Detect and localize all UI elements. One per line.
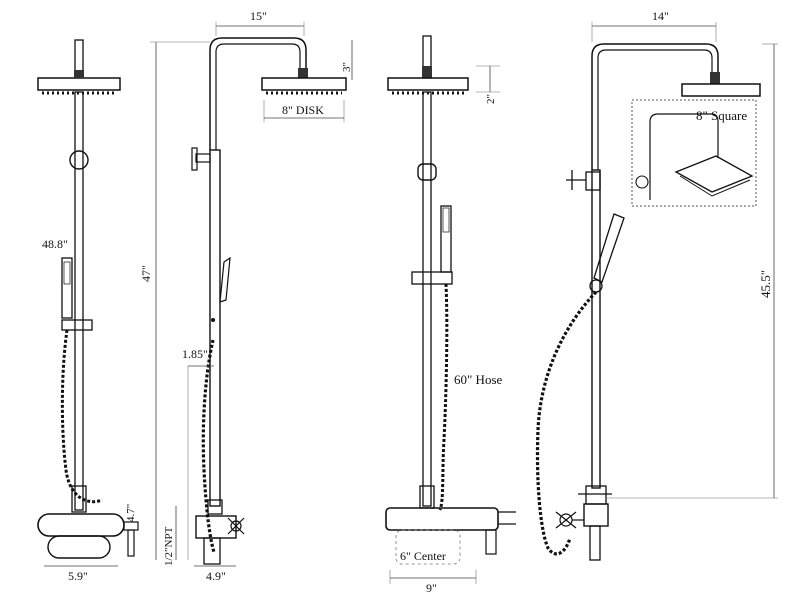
fig-b-head-connector (298, 68, 308, 78)
fig-b-handshower (219, 256, 231, 303)
fig-c-hose (438, 283, 449, 511)
fig-c-center-box (395, 529, 461, 565)
fig-b-arm-label: 15" (250, 9, 267, 23)
figure-d-side-view: 14" 8" Square 45.5" (535, 9, 778, 561)
fig-a-width-label: 5.9" (68, 569, 88, 583)
fig-a-top-stub (74, 39, 84, 73)
fig-a-valve-trim (47, 535, 111, 559)
fig-c-handshower (440, 205, 452, 273)
fig-b-wall-bracket (195, 153, 211, 163)
fig-b-hose (201, 339, 216, 553)
fig-b-disk-label: 8" DISK (282, 103, 324, 117)
fig-b-slider-knob (211, 318, 215, 322)
fig-d-inset-bracket (635, 175, 649, 189)
fig-c-head-label: 2" (485, 94, 497, 104)
fig-d-valve-body (583, 503, 609, 527)
fig-d-wall-bracket (585, 171, 601, 191)
fig-b-height-label: 47" (139, 265, 153, 282)
fig-c-hose-label: 60" Hose (454, 372, 503, 387)
figure-c-front-view: 2" 60" Hose 6" Center 9" (385, 35, 516, 595)
fig-a-handle (123, 521, 139, 531)
fig-c-wall-bracket (417, 163, 437, 181)
fig-b-width-label: 4.9" (206, 569, 226, 583)
fig-d-rain-head (681, 83, 761, 97)
fig-d-arm-label: 14" (652, 9, 669, 23)
fig-d-hose (535, 290, 598, 556)
fig-b-offset-label: 1.85" (182, 347, 208, 361)
fig-a-slide-holder (61, 319, 93, 331)
fig-d-square-label: 8" Square (696, 108, 747, 123)
figure-a-front-view: 48.8" 4.7" 5.9" (37, 39, 139, 583)
fig-a-handshower (61, 257, 73, 319)
fig-c-main-pipe (422, 91, 432, 507)
fig-a-handshower-face (63, 261, 71, 285)
fig-c-head-connector (422, 66, 432, 78)
figure-b-side-view: 15" 3" 8" DISK 47" 1.85" 1/2"NPT 4.9 (139, 9, 353, 583)
fig-b-shower-arm-inner (215, 43, 301, 150)
fig-d-valve-inlet (589, 525, 601, 561)
fig-a-handle-lever (127, 529, 135, 557)
fig-d-valve-diverter (585, 485, 607, 505)
fig-b-npt-label: 1/2"NPT (163, 526, 175, 566)
fig-b-shower-arm-outer (209, 37, 307, 150)
fig-a-rain-head (37, 77, 121, 91)
fig-d-shower-arm-outer (591, 43, 719, 170)
fig-a-valve-label: 4.7" (125, 504, 137, 522)
fig-c-center-label: 6" Center (400, 549, 446, 563)
fig-d-inset-square-head (674, 155, 754, 193)
fig-c-valve-neck (419, 485, 435, 509)
fig-d-inset-arm (649, 113, 719, 200)
fig-c-valve-body (385, 507, 499, 531)
fig-c-width-label: 9" (426, 581, 437, 595)
fig-b-valve-inlet (203, 537, 221, 565)
fig-b-handle-cross-b (227, 517, 245, 535)
fig-a-valve-body (37, 513, 125, 537)
fig-d-inset-box (631, 99, 757, 207)
fig-a-main-pipe (74, 91, 84, 511)
fig-a-valve-neck (71, 485, 87, 513)
fig-b-handle-hub (230, 520, 242, 532)
fig-d-main-pipe (591, 169, 601, 489)
fig-d-handle-cross-b (555, 511, 577, 529)
fig-a-wall-bracket (69, 150, 89, 170)
fig-b-rain-head (261, 77, 347, 91)
fig-b-main-pipe (209, 149, 221, 507)
fig-a-hose (60, 329, 103, 504)
fig-c-handle-lever (485, 529, 497, 555)
fig-d-inset-head-edge (679, 175, 751, 197)
fig-b-valve-diverter (207, 499, 223, 515)
fig-b-bracket-plate (191, 147, 198, 171)
fig-c-handshower-face (442, 207, 450, 233)
fig-a-height-label: 48.8" (42, 237, 68, 251)
fig-c-rain-head (387, 77, 469, 91)
fig-d-head-connector (710, 72, 720, 84)
fig-d-handshower (593, 213, 625, 283)
fig-c-slide-holder (411, 271, 453, 285)
fig-a-head-connector (74, 70, 84, 78)
fig-d-height-label: 45.5" (758, 270, 773, 298)
fig-d-shower-arm-inner (597, 49, 713, 170)
fig-b-drop-label: 3" (341, 62, 353, 72)
